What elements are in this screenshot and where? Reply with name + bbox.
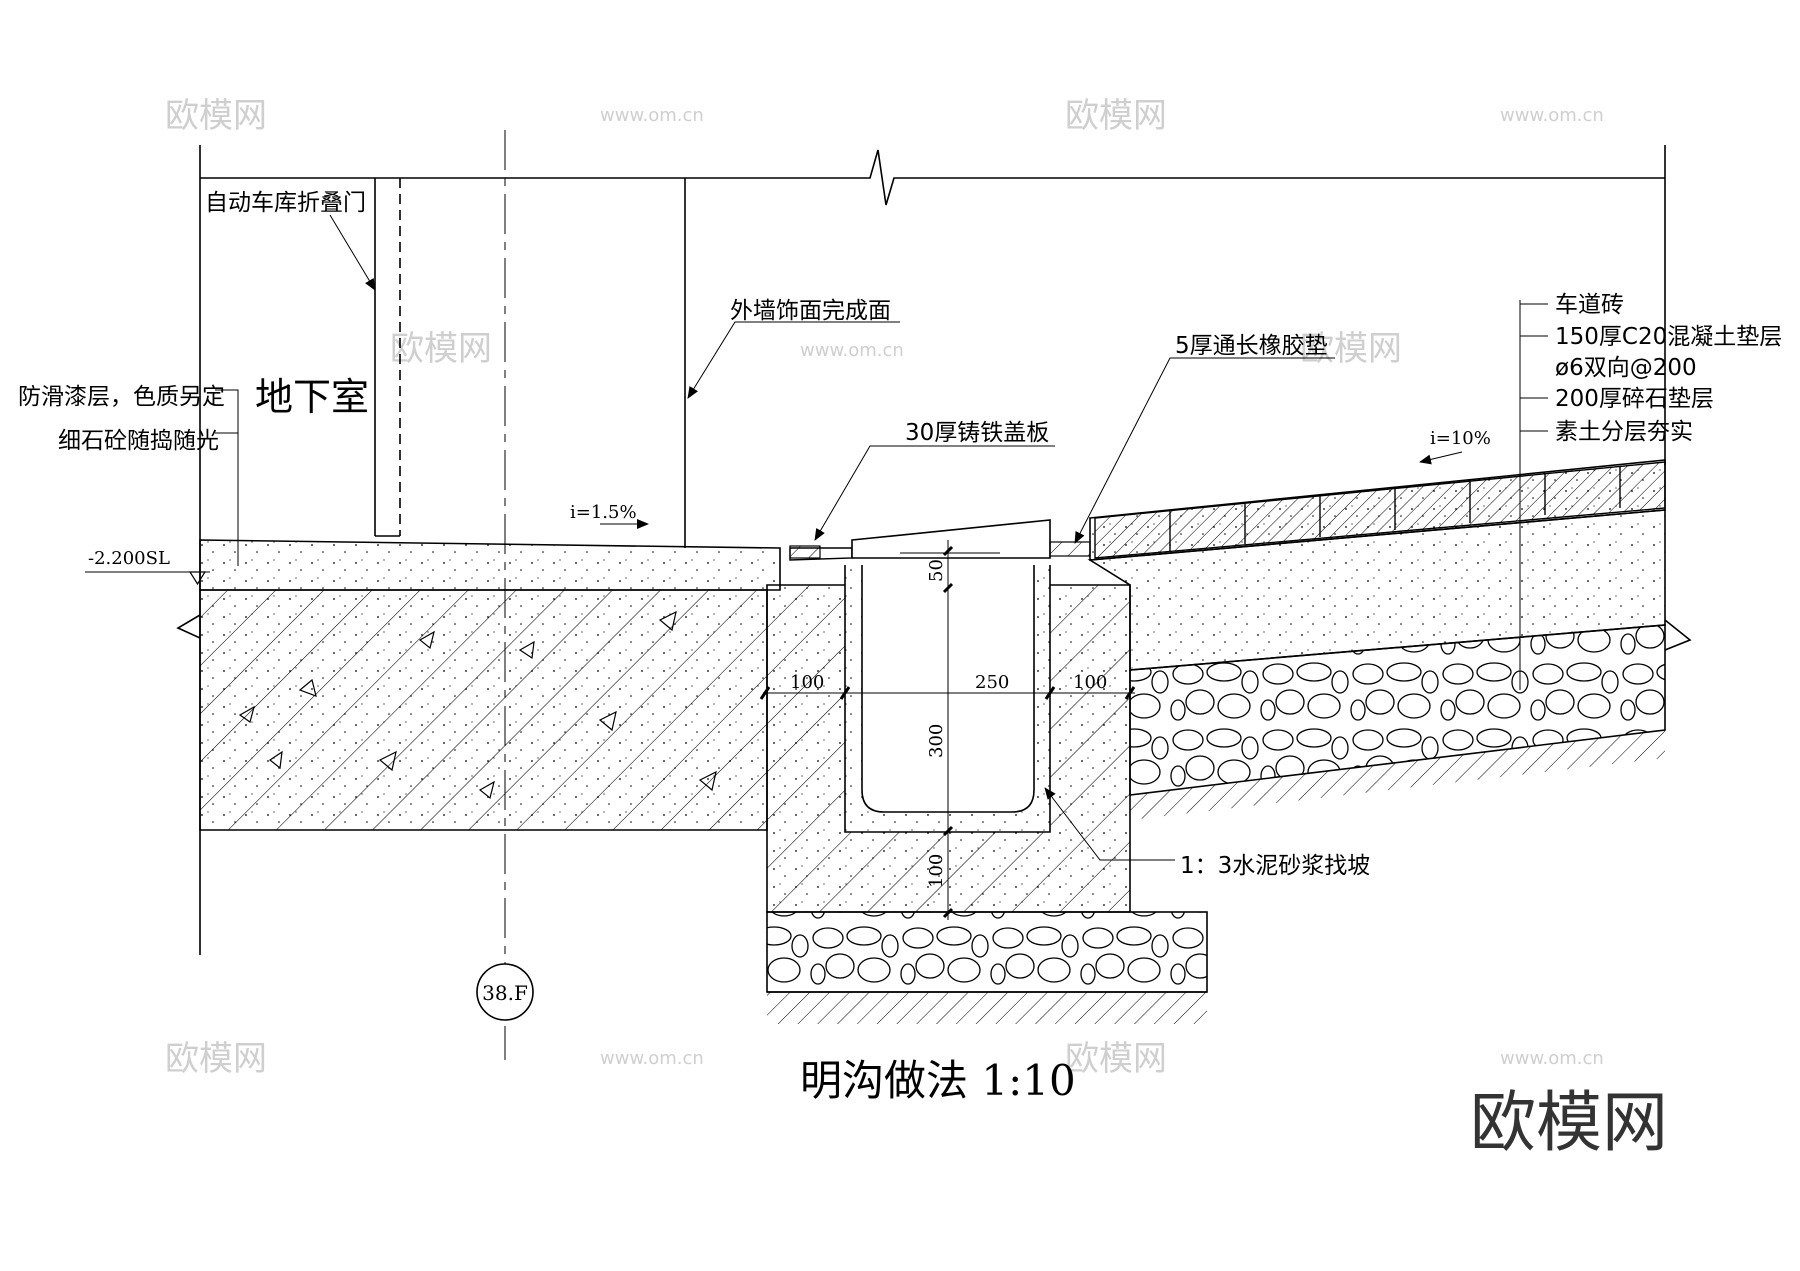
dim-100-left: 100: [790, 672, 824, 693]
drawing-title: 明沟做法 1:10: [800, 1056, 1076, 1105]
driveway-layers: [1087, 459, 1692, 820]
level-label: -2.200SL: [88, 548, 170, 569]
layer-item: 素土分层夯实: [1555, 419, 1693, 445]
watermark-url: www.om.cn: [1500, 1048, 1604, 1069]
dim-100-bottom: 100: [926, 854, 947, 888]
layer-callouts: 车道砖 150厚C20混凝土垫层 ø6双向@200 200厚碎石垫层 素土分层夯…: [1519, 292, 1782, 690]
antislip-label-1: 防滑漆层，色质另定: [18, 384, 225, 410]
watermarks: 欧模网 www.om.cn 欧模网 www.om.cn 欧模网 www.om.c…: [165, 96, 1604, 1079]
cover-assembly: [789, 519, 1091, 561]
brand-logo: 欧模网: [1470, 1084, 1668, 1161]
basement-label: 地下室: [255, 375, 369, 419]
watermark-brand: 欧模网: [1065, 1039, 1167, 1079]
rubber-label: 5厚通长橡胶垫: [1175, 333, 1328, 359]
layer-item: 车道砖: [1555, 292, 1624, 318]
antislip-label-2: 细石砼随捣随光: [58, 428, 219, 454]
dim-300: 300: [926, 724, 947, 758]
watermark-url: www.om.cn: [600, 1048, 704, 1069]
door-wall: [374, 130, 506, 1060]
slope-right-label: i=10%: [1430, 428, 1491, 449]
watermark-brand: 欧模网: [165, 1039, 267, 1079]
trench-gravel-base: [766, 911, 1208, 1024]
layer-item: 150厚C20混凝土垫层: [1555, 324, 1782, 350]
watermark-url: www.om.cn: [800, 340, 904, 361]
watermark-url: www.om.cn: [600, 105, 704, 126]
dim-50: 50: [926, 559, 947, 582]
axis-label: 38.F: [482, 981, 528, 1005]
layer-item: ø6双向@200: [1555, 355, 1697, 381]
dim-100-right: 100: [1073, 672, 1107, 693]
layer-item: 200厚碎石垫层: [1555, 386, 1714, 412]
slope-left-label: i=1.5%: [570, 502, 637, 523]
wall-finish-label: 外墙饰面完成面: [730, 298, 891, 324]
basement-slab: [199, 539, 781, 831]
axis-bubble: 38.F: [476, 963, 534, 1021]
watermark-brand: 欧模网: [1065, 96, 1167, 136]
dimensions: 100 250 100 50 300 100: [759, 540, 1136, 920]
door-label: 自动车库折叠门: [205, 190, 366, 216]
cover-label: 30厚铸铁盖板: [905, 420, 1049, 446]
watermark-brand: 欧模网: [1300, 329, 1402, 369]
dim-250: 250: [975, 672, 1009, 693]
watermark-url: www.om.cn: [1500, 105, 1604, 126]
mortar-label: 1：3水泥砂浆找坡: [1180, 853, 1370, 879]
watermark-brand: 欧模网: [390, 329, 492, 369]
watermark-brand: 欧模网: [165, 96, 267, 136]
